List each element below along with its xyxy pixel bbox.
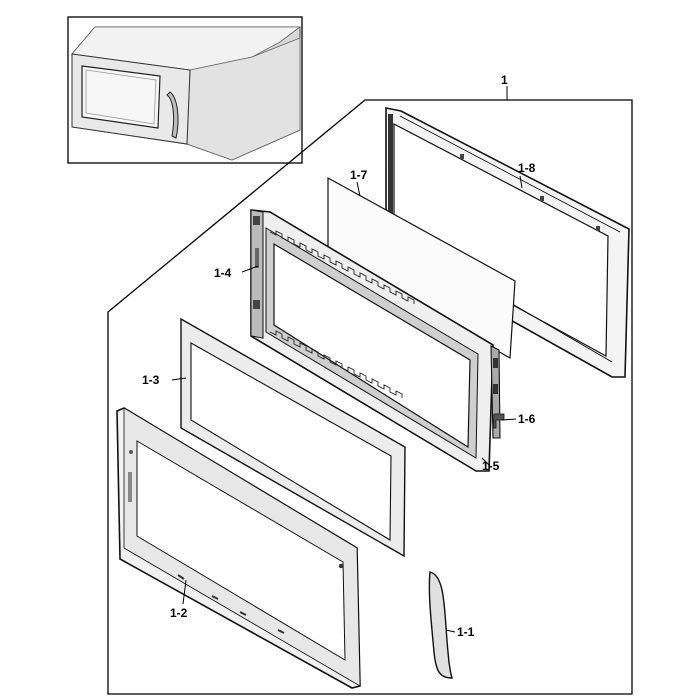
microwave-inset [67,16,303,164]
callout-1-1: 1-1 [457,625,475,639]
door-latch-hook [490,345,505,439]
leader-1-5 [481,457,491,467]
door-inner-frame [250,209,494,472]
callout-1-2: 1-2 [170,606,188,620]
leader-1-2 [182,579,187,605]
door-front-panel [116,407,361,689]
callout-1-3: 1-3 [142,373,160,387]
leader-1-7 [356,181,361,197]
door-glass-panel [180,317,406,558]
callout-1-4: 1-4 [214,266,232,280]
assembly-boundary [107,99,633,695]
microwave-window [81,65,161,129]
leader-1-3 [171,377,187,381]
leader-1-1 [445,629,456,633]
door-handle [428,571,453,679]
callout-1: 1 [501,73,508,87]
leader-1-6 [501,418,517,421]
callout-1-5: 1-5 [482,459,500,473]
leader-1-8 [519,175,523,189]
leader-1-4 [241,265,259,273]
callout-1-7: 1-7 [350,168,368,182]
mesh-screen-sheet [327,176,516,359]
microwave-handle [166,91,179,139]
callout-1-6: 1-6 [518,412,536,426]
callout-1-8: 1-8 [518,161,536,175]
